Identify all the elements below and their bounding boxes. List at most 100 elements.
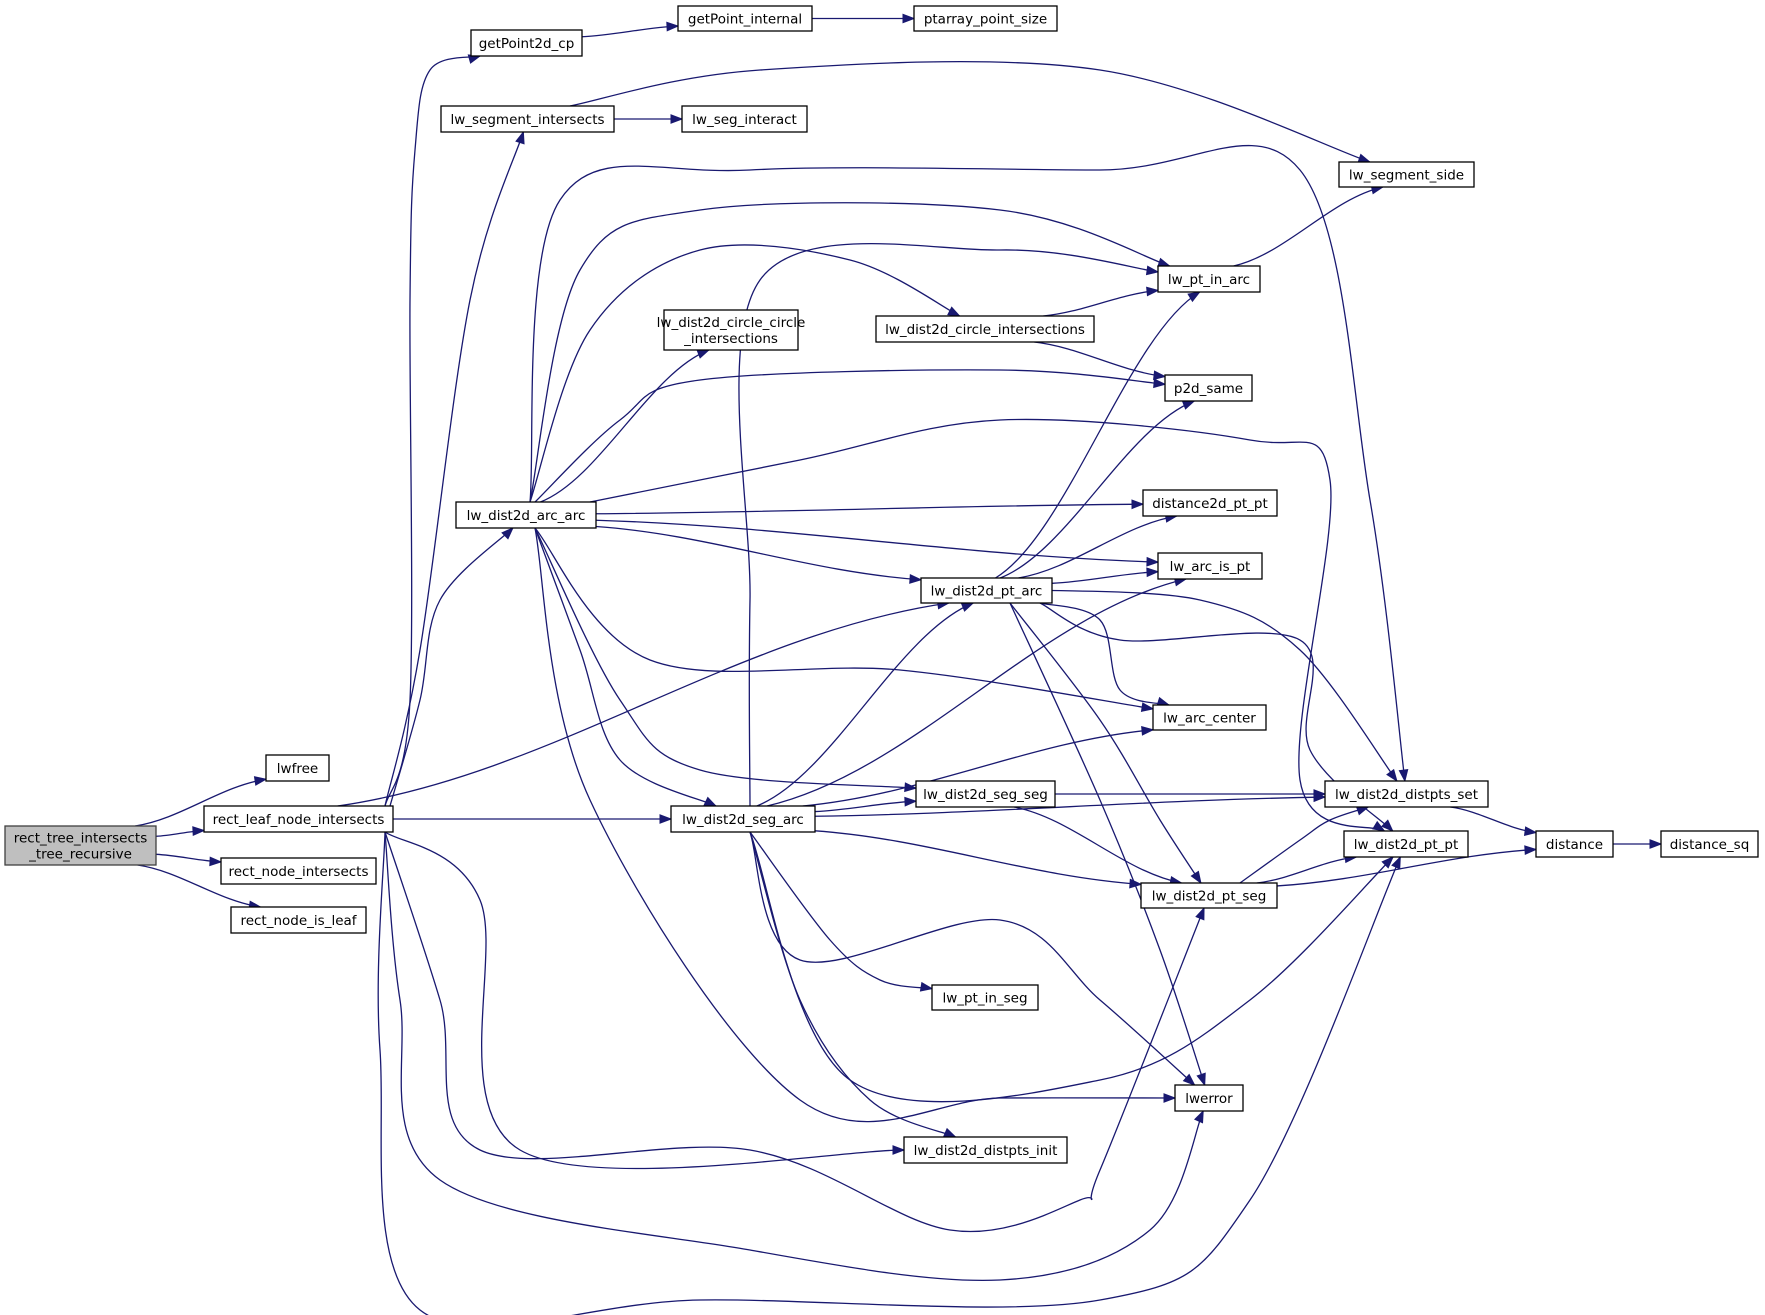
arrowhead-icon bbox=[947, 306, 961, 317]
node-label: rect_tree_intersects bbox=[14, 831, 147, 847]
node-label: _tree_recursive bbox=[28, 847, 132, 863]
edge-line bbox=[802, 729, 1154, 807]
node-lw_dist2d_pt_pt[interactable]: lw_dist2d_pt_pt bbox=[1343, 830, 1469, 858]
edge-lw_dist2d_arc_arc-to-lw_dist2d_seg_seg bbox=[534, 527, 918, 793]
arrowhead-icon bbox=[703, 796, 718, 807]
arrowhead-icon bbox=[501, 527, 514, 540]
arrowhead-icon bbox=[1391, 855, 1401, 870]
node-lwerror[interactable]: lwerror bbox=[1174, 1084, 1244, 1112]
arrowhead-icon bbox=[1187, 291, 1201, 303]
node-box bbox=[1324, 780, 1489, 808]
node-label: lw_segment_intersects bbox=[450, 112, 604, 128]
arrowhead-icon bbox=[892, 1145, 906, 1155]
arrowhead-icon bbox=[1145, 265, 1160, 276]
node-lw_dist2d_arc_arc[interactable]: lw_dist2d_arc_arc bbox=[455, 501, 597, 529]
arrowhead-icon bbox=[1129, 878, 1143, 889]
edge-lw_dist2d_pt_arc-to-lw_arc_center bbox=[1039, 602, 1171, 707]
arrowhead-icon bbox=[1182, 1073, 1196, 1086]
arrowhead-icon bbox=[1146, 567, 1160, 578]
arrowhead-icon bbox=[1153, 370, 1167, 381]
edge-rect_leaf_node_intersects-to-lw_segment_intersects bbox=[384, 130, 525, 807]
edge-line bbox=[766, 578, 1187, 807]
node-distance_sq[interactable]: distance_sq bbox=[1660, 830, 1759, 858]
node-rect_leaf_node_intersects[interactable]: rect_leaf_node_intersects bbox=[203, 805, 394, 833]
edge-getPoint_internal-to-ptarray_point_size bbox=[812, 13, 916, 24]
arrowhead-icon bbox=[670, 114, 684, 124]
node-box bbox=[677, 5, 813, 32]
edge-line bbox=[534, 369, 1166, 503]
edge-line bbox=[1043, 289, 1159, 317]
edge-rect_leaf_node_intersects-to-lw_dist2d_distpts_init bbox=[384, 831, 906, 1170]
arrowhead-icon bbox=[942, 1127, 957, 1138]
node-distance2d_pt_pt[interactable]: distance2d_pt_pt bbox=[1142, 489, 1278, 517]
node-lw_segment_side[interactable]: lw_segment_side bbox=[1338, 161, 1475, 188]
edge-lw_dist2d_seg_seg-to-lw_dist2d_distpts_set bbox=[1055, 789, 1327, 799]
node-lw_segment_intersects[interactable]: lw_segment_intersects bbox=[440, 105, 615, 133]
node-rect_node_intersects[interactable]: rect_node_intersects bbox=[220, 857, 377, 885]
edge-rect_leaf_node_intersects-to-lw_dist2d_seg_arc bbox=[392, 814, 673, 824]
node-box bbox=[1142, 489, 1278, 517]
arrowhead-icon bbox=[1386, 768, 1398, 783]
node-ptarray_point_size[interactable]: ptarray_point_size bbox=[913, 5, 1058, 32]
node-label: rect_node_intersects bbox=[228, 864, 368, 880]
node-lw_dist2d_circle_intersections[interactable]: lw_dist2d_circle_intersections bbox=[875, 315, 1095, 343]
edge-getPoint2d_cp-to-getPoint_internal bbox=[581, 21, 680, 38]
node-lw_dist2d_pt_seg[interactable]: lw_dist2d_pt_seg bbox=[1140, 882, 1278, 909]
node-p2d_same[interactable]: p2d_same bbox=[1164, 374, 1253, 402]
edge-lw_dist2d_pt_seg-to-lw_dist2d_distpts_set bbox=[1239, 806, 1370, 884]
node-lw_arc_is_pt[interactable]: lw_arc_is_pt bbox=[1157, 552, 1263, 580]
arrowhead-icon bbox=[919, 981, 934, 992]
edge-line bbox=[540, 349, 710, 503]
edge-line bbox=[534, 527, 917, 789]
node-lw_arc_center[interactable]: lw_arc_center bbox=[1152, 704, 1267, 731]
node-label: lw_dist2d_pt_arc bbox=[931, 584, 1043, 600]
edge-lw_dist2d_pt_arc-to-lw_dist2d_pt_pt bbox=[1039, 602, 1394, 832]
node-lw_dist2d_circle_circle_intersections[interactable]: lw_dist2d_circle_circle_intersections bbox=[657, 309, 806, 351]
node-lw_dist2d_pt_arc[interactable]: lw_dist2d_pt_arc bbox=[920, 577, 1053, 604]
edge-lw_dist2d_seg_arc-to-lw_arc_center bbox=[802, 725, 1155, 807]
edge-line bbox=[1051, 571, 1159, 584]
arrowhead-icon bbox=[1196, 1072, 1206, 1087]
node-label: lw_dist2d_distpts_init bbox=[914, 1143, 1058, 1159]
edge-lw_dist2d_seg_arc-to-lw_pt_in_arc bbox=[738, 243, 1160, 807]
edge-lw_dist2d_arc_arc-to-lw_arc_is_pt bbox=[595, 519, 1160, 567]
node-lw_pt_in_arc[interactable]: lw_pt_in_arc bbox=[1157, 265, 1261, 293]
node-box bbox=[903, 1136, 1068, 1164]
edge-line bbox=[999, 400, 1195, 579]
edge-line bbox=[589, 418, 1385, 832]
arrowhead-icon bbox=[1157, 257, 1171, 268]
arrowhead-icon bbox=[1381, 856, 1394, 869]
node-lw_dist2d_distpts_init[interactable]: lw_dist2d_distpts_init bbox=[903, 1136, 1068, 1164]
edge-lw_dist2d_arc_arc-to-lw_dist2d_distpts_set bbox=[529, 144, 1409, 783]
node-box bbox=[663, 309, 799, 351]
edge-line bbox=[1239, 806, 1369, 884]
node-label: p2d_same bbox=[1174, 381, 1243, 397]
node-lw_dist2d_seg_arc[interactable]: lw_dist2d_seg_arc bbox=[670, 805, 816, 833]
arrowhead-icon bbox=[1153, 378, 1167, 389]
edge-rect_leaf_node_intersects-to-lwerror bbox=[384, 831, 1204, 1282]
edge-line bbox=[384, 831, 1205, 1233]
node-rect_node_is_leaf[interactable]: rect_node_is_leaf bbox=[230, 906, 367, 934]
node-distance[interactable]: distance bbox=[1535, 830, 1614, 858]
node-label: lw_dist2d_circle_intersections bbox=[885, 322, 1085, 338]
node-lw_seg_interact[interactable]: lw_seg_interact bbox=[681, 105, 808, 133]
node-lw_dist2d_seg_seg[interactable]: lw_dist2d_seg_seg bbox=[915, 780, 1056, 808]
edge-line bbox=[534, 527, 1176, 1123]
node-lw_dist2d_distpts_set[interactable]: lw_dist2d_distpts_set bbox=[1324, 780, 1489, 808]
arrowhead-icon bbox=[1163, 1093, 1177, 1103]
node-getPoint2d_cp[interactable]: getPoint2d_cp bbox=[470, 29, 583, 57]
node-lw_pt_in_seg[interactable]: lw_pt_in_seg bbox=[931, 984, 1039, 1011]
edge-lw_dist2d_arc_arc-to-lw_dist2d_circle_intersections bbox=[529, 244, 961, 503]
edge-lw_dist2d_seg_arc-to-lw_pt_in_seg bbox=[749, 831, 934, 992]
edge-lw_dist2d_arc_arc-to-lw_arc_center bbox=[534, 527, 1155, 712]
arrowhead-icon bbox=[1313, 789, 1327, 799]
edge-line bbox=[1276, 848, 1537, 887]
edge-lw_pt_in_arc-to-lw_segment_side bbox=[1233, 184, 1385, 267]
node-box bbox=[1343, 830, 1469, 858]
arrowhead-icon bbox=[1146, 556, 1160, 567]
node-getPoint_internal[interactable]: getPoint_internal bbox=[677, 5, 813, 32]
node-box bbox=[1164, 374, 1253, 402]
node-lwfree[interactable]: lwfree bbox=[265, 754, 330, 782]
node-label: lwfree bbox=[277, 761, 318, 777]
edge-line bbox=[1014, 806, 1182, 884]
